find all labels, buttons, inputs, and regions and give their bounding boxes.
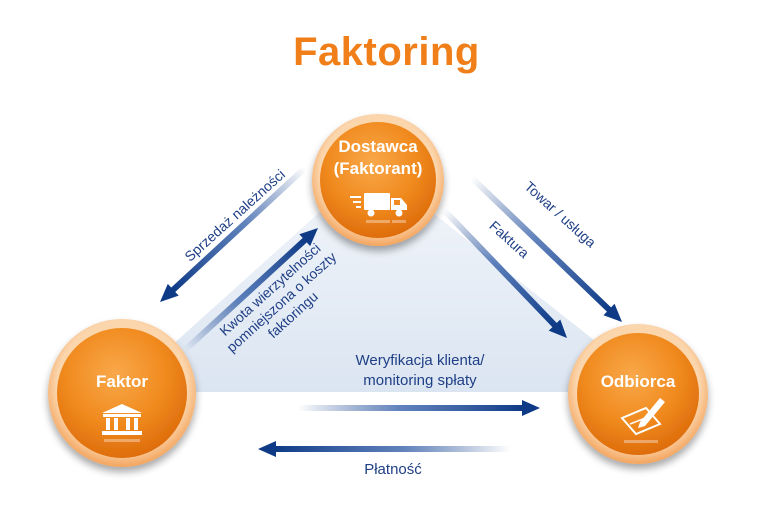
payment-arrow <box>258 441 510 457</box>
sale-of-receivables-arrow <box>160 165 308 303</box>
factor-node <box>48 319 196 467</box>
supplier-label-line1: Dostawca <box>338 137 418 156</box>
bank-building-icon <box>102 404 142 442</box>
payment-label: Płatność <box>364 461 422 478</box>
invoice-arrow <box>441 207 567 339</box>
verification-arrow <box>298 400 540 416</box>
recipient-node <box>568 324 708 464</box>
signing-document-icon <box>620 398 665 443</box>
goods-service-arrow <box>469 175 622 322</box>
supplier-label-line2: (Faktorant) <box>334 159 423 178</box>
supplier-node <box>312 114 444 246</box>
invoice-label: Faktura <box>486 217 532 261</box>
sale-of-receivables-label: Sprzedaż należności <box>181 166 288 264</box>
factor-label: Faktor <box>96 372 148 391</box>
receivable-amount-arrow <box>182 227 319 353</box>
delivery-truck-icon <box>350 193 407 223</box>
verification-label-line2: monitoring spłaty <box>363 372 477 389</box>
arrow-layer <box>160 165 622 457</box>
recipient-label: Odbiorca <box>601 372 676 391</box>
triangle-background <box>120 165 660 392</box>
verification-label-line1: Weryfikacja klienta/ <box>356 352 486 369</box>
page-title: Faktoring <box>293 30 480 74</box>
